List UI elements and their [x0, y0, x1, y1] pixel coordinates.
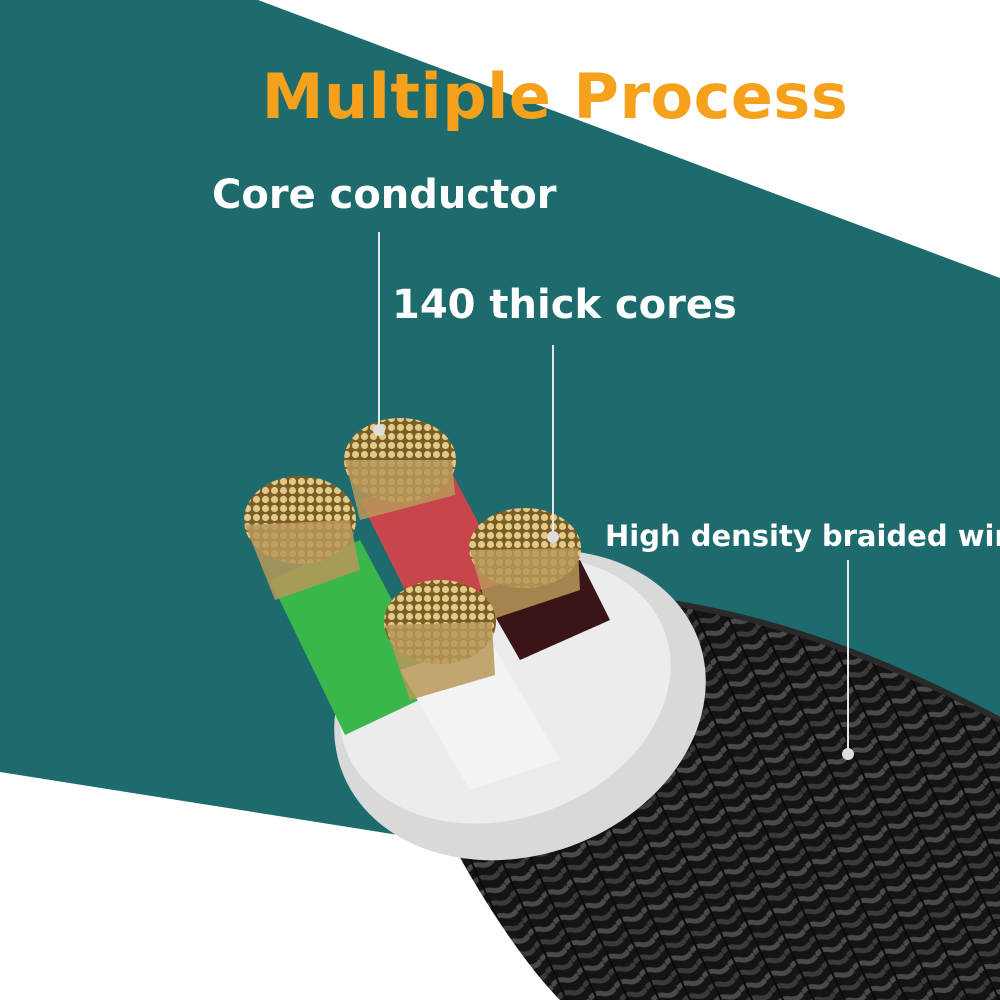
- callout-dot-thick: [547, 531, 559, 543]
- label-braided-wire: High density braided wire: [605, 519, 1000, 553]
- green-wire: [244, 476, 440, 735]
- label-thick-cores: 140 thick cores: [392, 282, 737, 328]
- white-wire: [384, 580, 560, 790]
- dark-wire: [469, 508, 610, 660]
- label-core-conductor: Core conductor: [212, 172, 557, 218]
- page-title: Multiple Process: [261, 60, 849, 133]
- callout-dot-core: [373, 424, 385, 436]
- callout-dot-braid: [842, 748, 854, 760]
